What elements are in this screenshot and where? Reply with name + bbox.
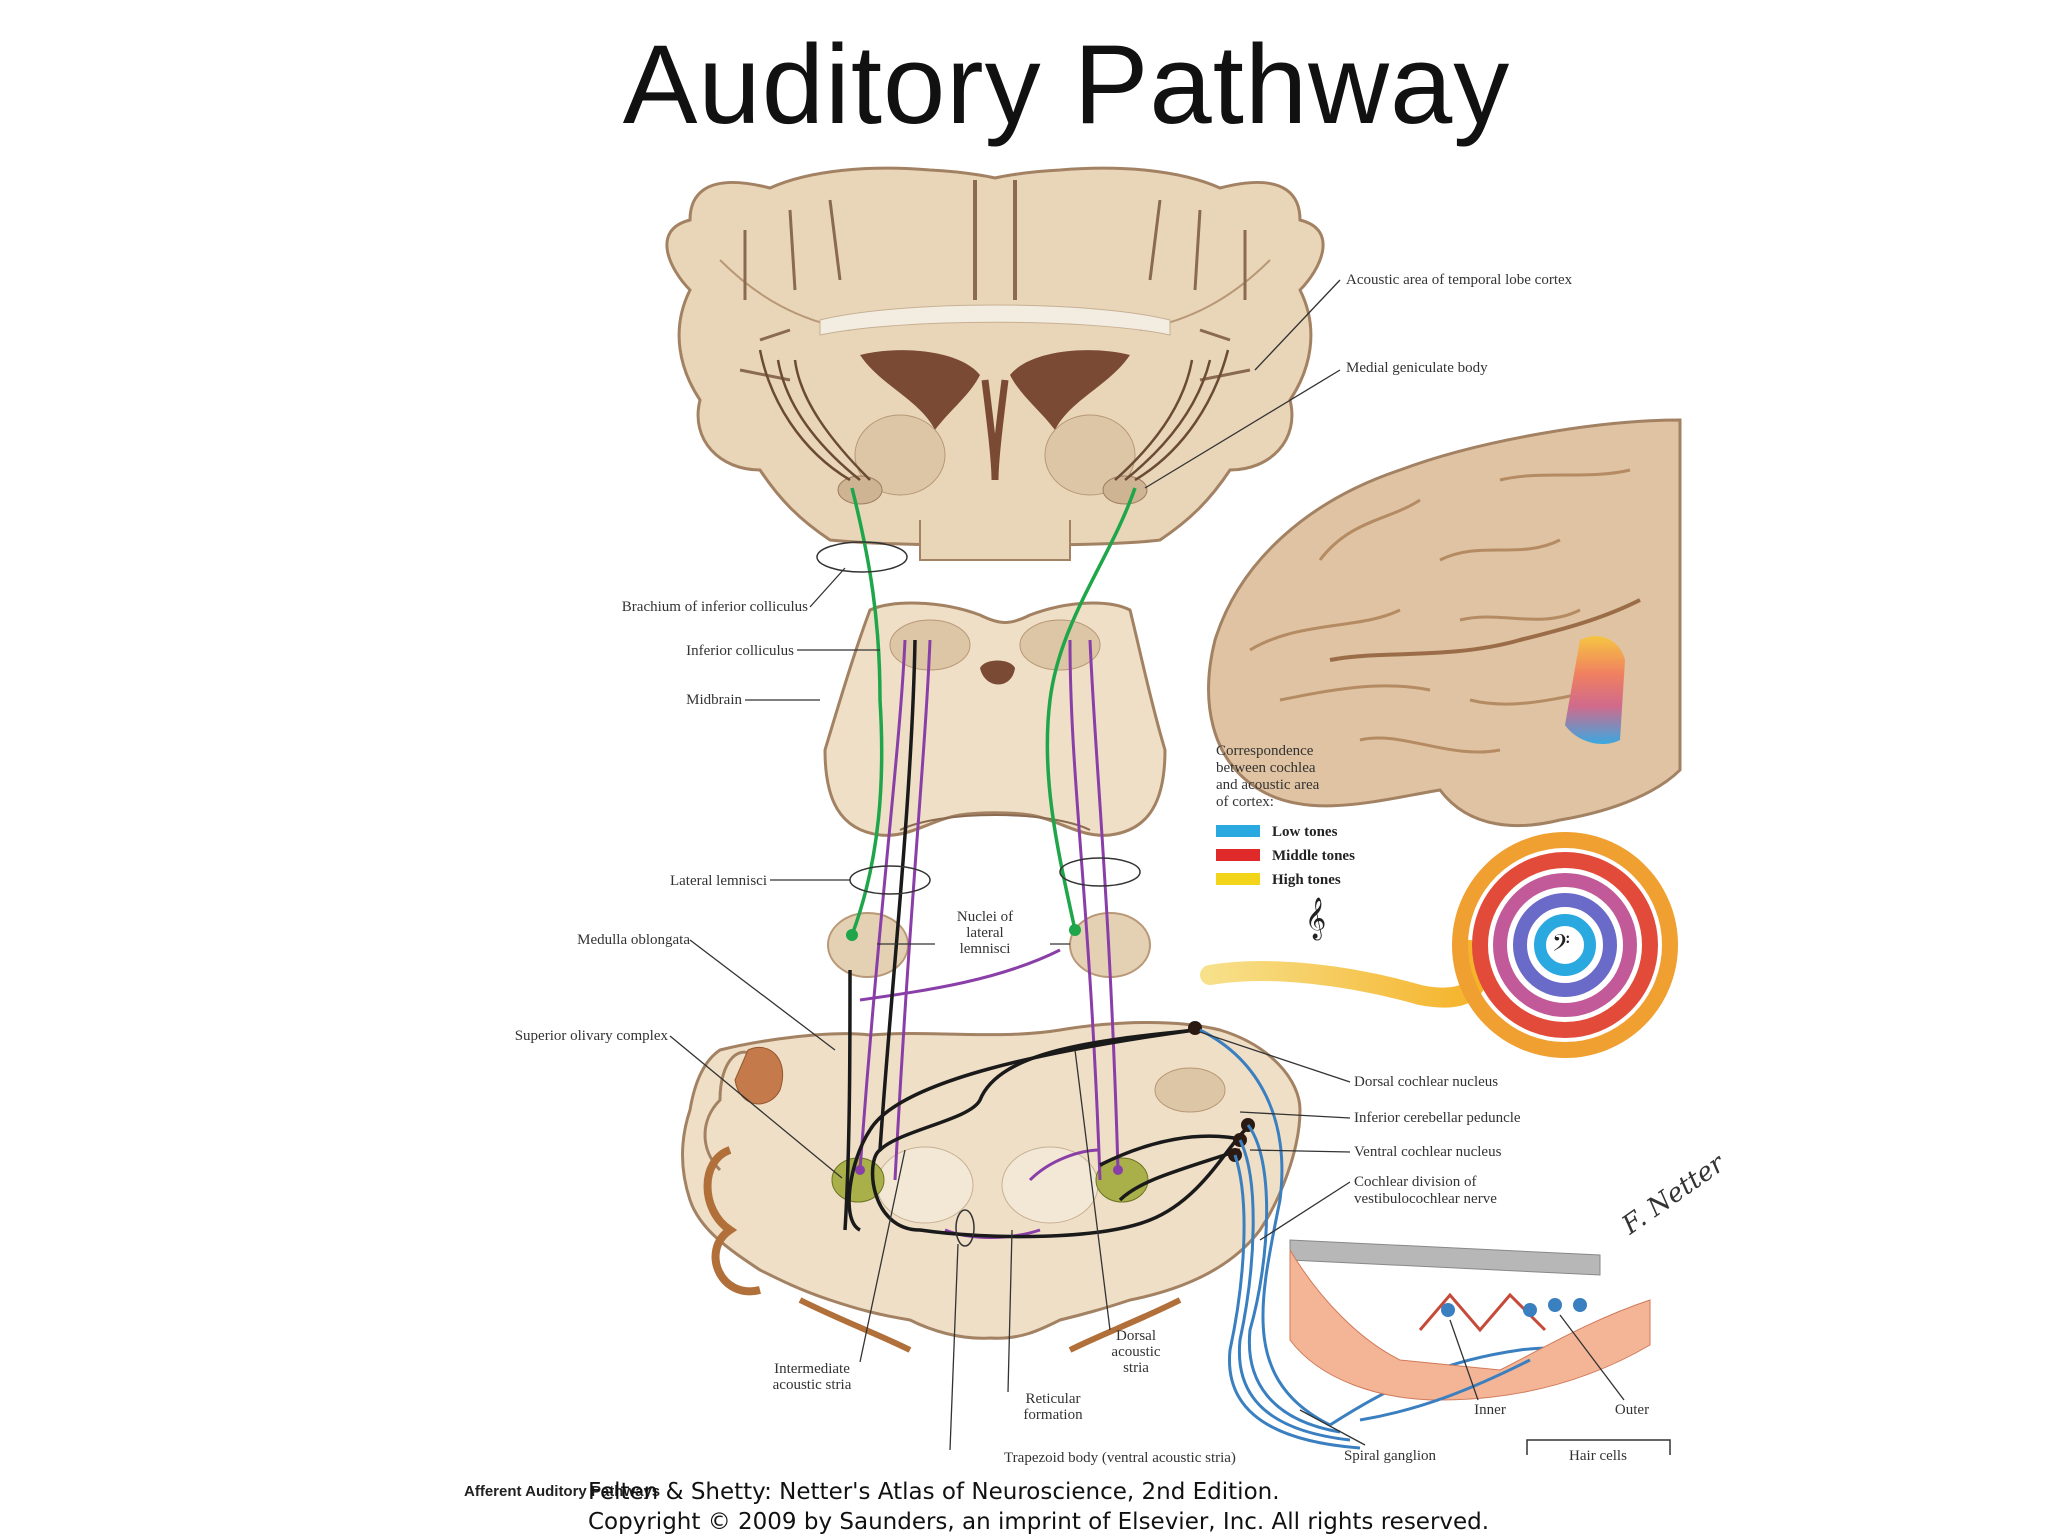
treble-clef-icon: 𝄞: [1305, 897, 1326, 940]
legend-heading-2: between cochlea: [1216, 760, 1316, 776]
label-midbrain: Midbrain: [686, 692, 742, 708]
cerebrum-section: [665, 166, 1325, 561]
black-pathway: [843, 639, 1247, 1239]
green-node-right: [1069, 924, 1081, 936]
label-reticular-2: formation: [1023, 1407, 1083, 1423]
slide-title: Auditory Pathway: [622, 22, 1511, 147]
label-trapezoid: Trapezoid body (ventral acoustic stria): [1004, 1450, 1236, 1466]
label-intermediate-1: Intermediate: [774, 1361, 850, 1377]
label-medial-geniculate: Medial geniculate body: [1346, 360, 1488, 376]
legend-heading-1: Correspondence: [1216, 743, 1314, 759]
purple-pathway: [858, 639, 1120, 1239]
label-intermediate-2: acoustic stria: [773, 1377, 852, 1393]
legend-swatch-high: [1216, 873, 1260, 885]
label-inner: Inner: [1474, 1402, 1506, 1418]
label-lateral-lemnisci: Lateral lemnisci: [670, 873, 767, 889]
leader-lines: [669, 279, 1625, 1451]
legend-label-low: Low tones: [1272, 824, 1338, 840]
label-superior-olivary: Superior olivary complex: [515, 1028, 669, 1044]
legend-heading-3: and acoustic area: [1216, 777, 1320, 793]
label-ventral-cochlear: Ventral cochlear nucleus: [1354, 1144, 1502, 1160]
tone-legend: Correspondence between cochlea and acous…: [1216, 743, 1355, 888]
label-dorsal-acoustic-2: acoustic: [1111, 1344, 1160, 1360]
source-credit-line2: Copyright © 2009 by Saunders, an imprint…: [588, 1509, 1490, 1535]
label-inferior-cerebellar: Inferior cerebellar peduncle: [1354, 1110, 1521, 1126]
label-hair-cells: Hair cells: [1569, 1448, 1627, 1464]
label-cochlear-division-1: Cochlear division of: [1354, 1174, 1476, 1190]
legend-label-high: High tones: [1272, 872, 1341, 888]
label-dorsal-acoustic-3: stria: [1123, 1360, 1149, 1376]
label-reticular-1: Reticular: [1026, 1391, 1081, 1407]
cochlea-spiral: 𝄢: [1200, 832, 1678, 1058]
label-medulla: Medulla oblongata: [577, 932, 690, 948]
label-outer: Outer: [1615, 1402, 1649, 1418]
purple-node-right: [1113, 1165, 1123, 1175]
lemniscus-oval-left: [849, 865, 931, 895]
label-inferior-colliculus: Inferior colliculus: [686, 643, 794, 659]
trapezoid-oval: [955, 1209, 975, 1247]
label-dorsal-cochlear: Dorsal cochlear nucleus: [1354, 1074, 1498, 1090]
brachium-oval: [816, 541, 908, 573]
artist-signature: F. Netter: [1616, 1148, 1731, 1241]
legend-heading-4: of cortex:: [1216, 794, 1274, 810]
green-node-left: [846, 929, 858, 941]
lemniscus-oval-right: [1059, 857, 1141, 887]
green-pathway: [850, 487, 1137, 936]
label-nuclei-line3: lemnisci: [960, 941, 1011, 957]
label-spiral-ganglion: Spiral ganglion: [1344, 1448, 1437, 1464]
lateral-cortex-view: [1207, 418, 1682, 828]
medulla-section: [681, 1021, 1302, 1353]
legend-swatch-low: [1216, 825, 1260, 837]
label-brachium: Brachium of inferior colliculus: [622, 599, 808, 615]
source-credit-line1: Felten & Shetty: Netter's Atlas of Neuro…: [588, 1479, 1280, 1505]
legend-swatch-middle: [1216, 849, 1260, 861]
label-acoustic-area: Acoustic area of temporal lobe cortex: [1346, 272, 1573, 288]
purple-node-left: [855, 1165, 865, 1175]
label-dorsal-acoustic-1: Dorsal: [1116, 1328, 1156, 1344]
figure-label: Afferent Auditory Pathways: [464, 1483, 661, 1500]
label-nuclei-line2: lateral: [966, 925, 1003, 941]
legend-label-middle: Middle tones: [1272, 848, 1355, 864]
hair-cells-bracket: [1526, 1439, 1671, 1455]
label-cochlear-division-2: vestibulocochlear nerve: [1354, 1191, 1497, 1207]
hair-cell-inset: [1289, 1239, 1651, 1422]
svg-text:𝄢: 𝄢: [1552, 929, 1570, 962]
label-nuclei-line1: Nuclei of: [957, 909, 1013, 925]
